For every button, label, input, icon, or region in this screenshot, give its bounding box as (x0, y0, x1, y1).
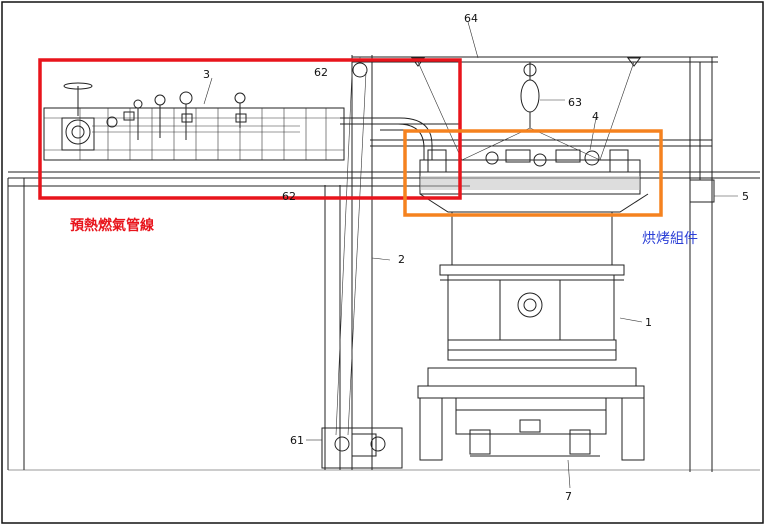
label-3: 3 (203, 68, 210, 81)
label-63: 63 (568, 96, 582, 109)
preheat-pipeline-drawing (43, 82, 460, 161)
leader-lines (203, 21, 597, 151)
label-62-lower: 62 (282, 190, 296, 203)
label-1: 1 (645, 316, 652, 329)
preheat-pipeline-caption: 預熱燃氣管線 (70, 217, 154, 234)
furnace-body (371, 212, 645, 489)
label-64: 64 (464, 12, 478, 25)
baking-assembly-caption: 烘烤組件 (642, 231, 698, 247)
label-2: 2 (398, 253, 405, 266)
baking-assembly-drawing (419, 149, 649, 213)
motor-unit (306, 427, 403, 469)
label-5: 5 (742, 190, 749, 203)
hoist-cables (335, 57, 641, 436)
preheat-pipeline-highlight (38, 58, 462, 200)
label-61: 61 (290, 434, 304, 447)
label-7: 7 (565, 490, 572, 503)
label-62: 62 (314, 66, 328, 79)
label-4: 4 (592, 110, 599, 123)
baking-assembly-highlight (403, 129, 663, 217)
